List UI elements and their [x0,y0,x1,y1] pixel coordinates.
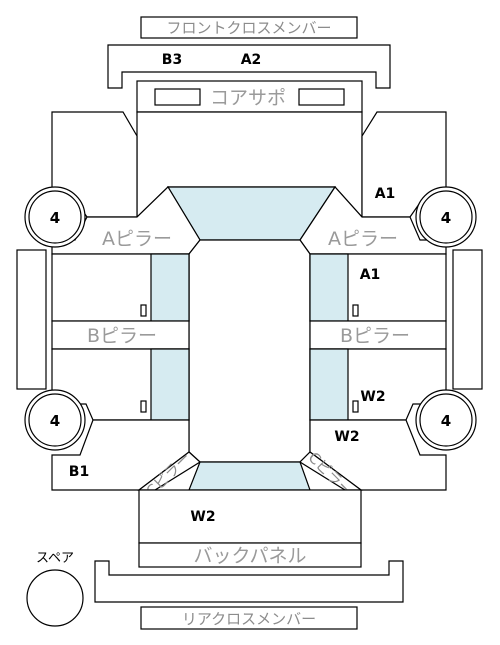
core-support-label: コアサポ [210,87,286,109]
back-panel[interactable] [138,542,362,568]
rear-cross-member-box[interactable] [140,606,358,630]
front-cross-member-label: フロントクロスメンバー [166,19,331,37]
headlight-left[interactable] [154,88,201,106]
a-pillar-left-label: Aピラー [102,228,172,250]
b-pillar-left-label: Bピラー [87,325,157,347]
rear-bumper[interactable] [94,560,404,603]
left-front-door-glass[interactable] [150,253,190,322]
front-cross-member-box[interactable] [140,16,358,39]
rear-cross-member-label: リアクロスメンバー [182,610,316,628]
rear-window[interactable] [188,461,311,491]
wheel-rear-right[interactable]: 4 [415,389,477,451]
front-bumper-code-a2: A2 [241,52,262,68]
headlight-right[interactable] [298,88,345,106]
wheel-rear-left[interactable]: 4 [24,389,86,451]
left-side-skirt[interactable] [16,249,47,390]
spare-label: スペア [36,551,74,566]
front-bumper-code-b3: B3 [162,52,182,68]
right-rear-door-code: W2 [360,389,385,405]
a-pillar-right-label: Aピラー [328,228,398,250]
roof[interactable] [188,239,311,463]
b-pillar-right[interactable] [309,320,447,350]
wheel-rear-left-number: 4 [50,412,60,430]
back-panel-label: バックパネル [193,545,306,567]
right-front-door-glass[interactable] [309,253,349,322]
wheel-rear-right-number: 4 [441,412,451,430]
right-front-fender[interactable] [361,111,447,218]
b-pillar-left[interactable] [51,320,190,350]
right-side-skirt[interactable] [452,249,483,390]
left-rear-door-glass[interactable] [150,348,190,421]
left-rear-fender-code: B1 [69,464,89,480]
front-bumper[interactable] [107,44,391,89]
wheel-front-right[interactable]: 4 [415,186,477,248]
right-rear-door-glass[interactable] [309,348,349,421]
trunk[interactable] [138,489,362,544]
left-front-door-handle[interactable] [140,304,147,317]
left-rear-fender[interactable] [51,419,190,491]
right-front-door-code: A1 [360,267,381,283]
trunk-code: W2 [190,509,215,525]
b-pillar-right-label: Bピラー [340,325,410,347]
right-fender-code: A1 [375,186,396,202]
right-rear-fender-code: W2 [334,429,359,445]
wheel-front-left-number: 4 [50,209,60,227]
right-front-door-handle[interactable] [352,304,359,317]
spare-tire[interactable] [26,569,84,627]
right-rear-door-handle[interactable] [352,400,359,413]
wheel-front-right-number: 4 [441,209,451,227]
wheel-front-left[interactable]: 4 [24,186,86,248]
left-rear-door-handle[interactable] [140,400,147,413]
